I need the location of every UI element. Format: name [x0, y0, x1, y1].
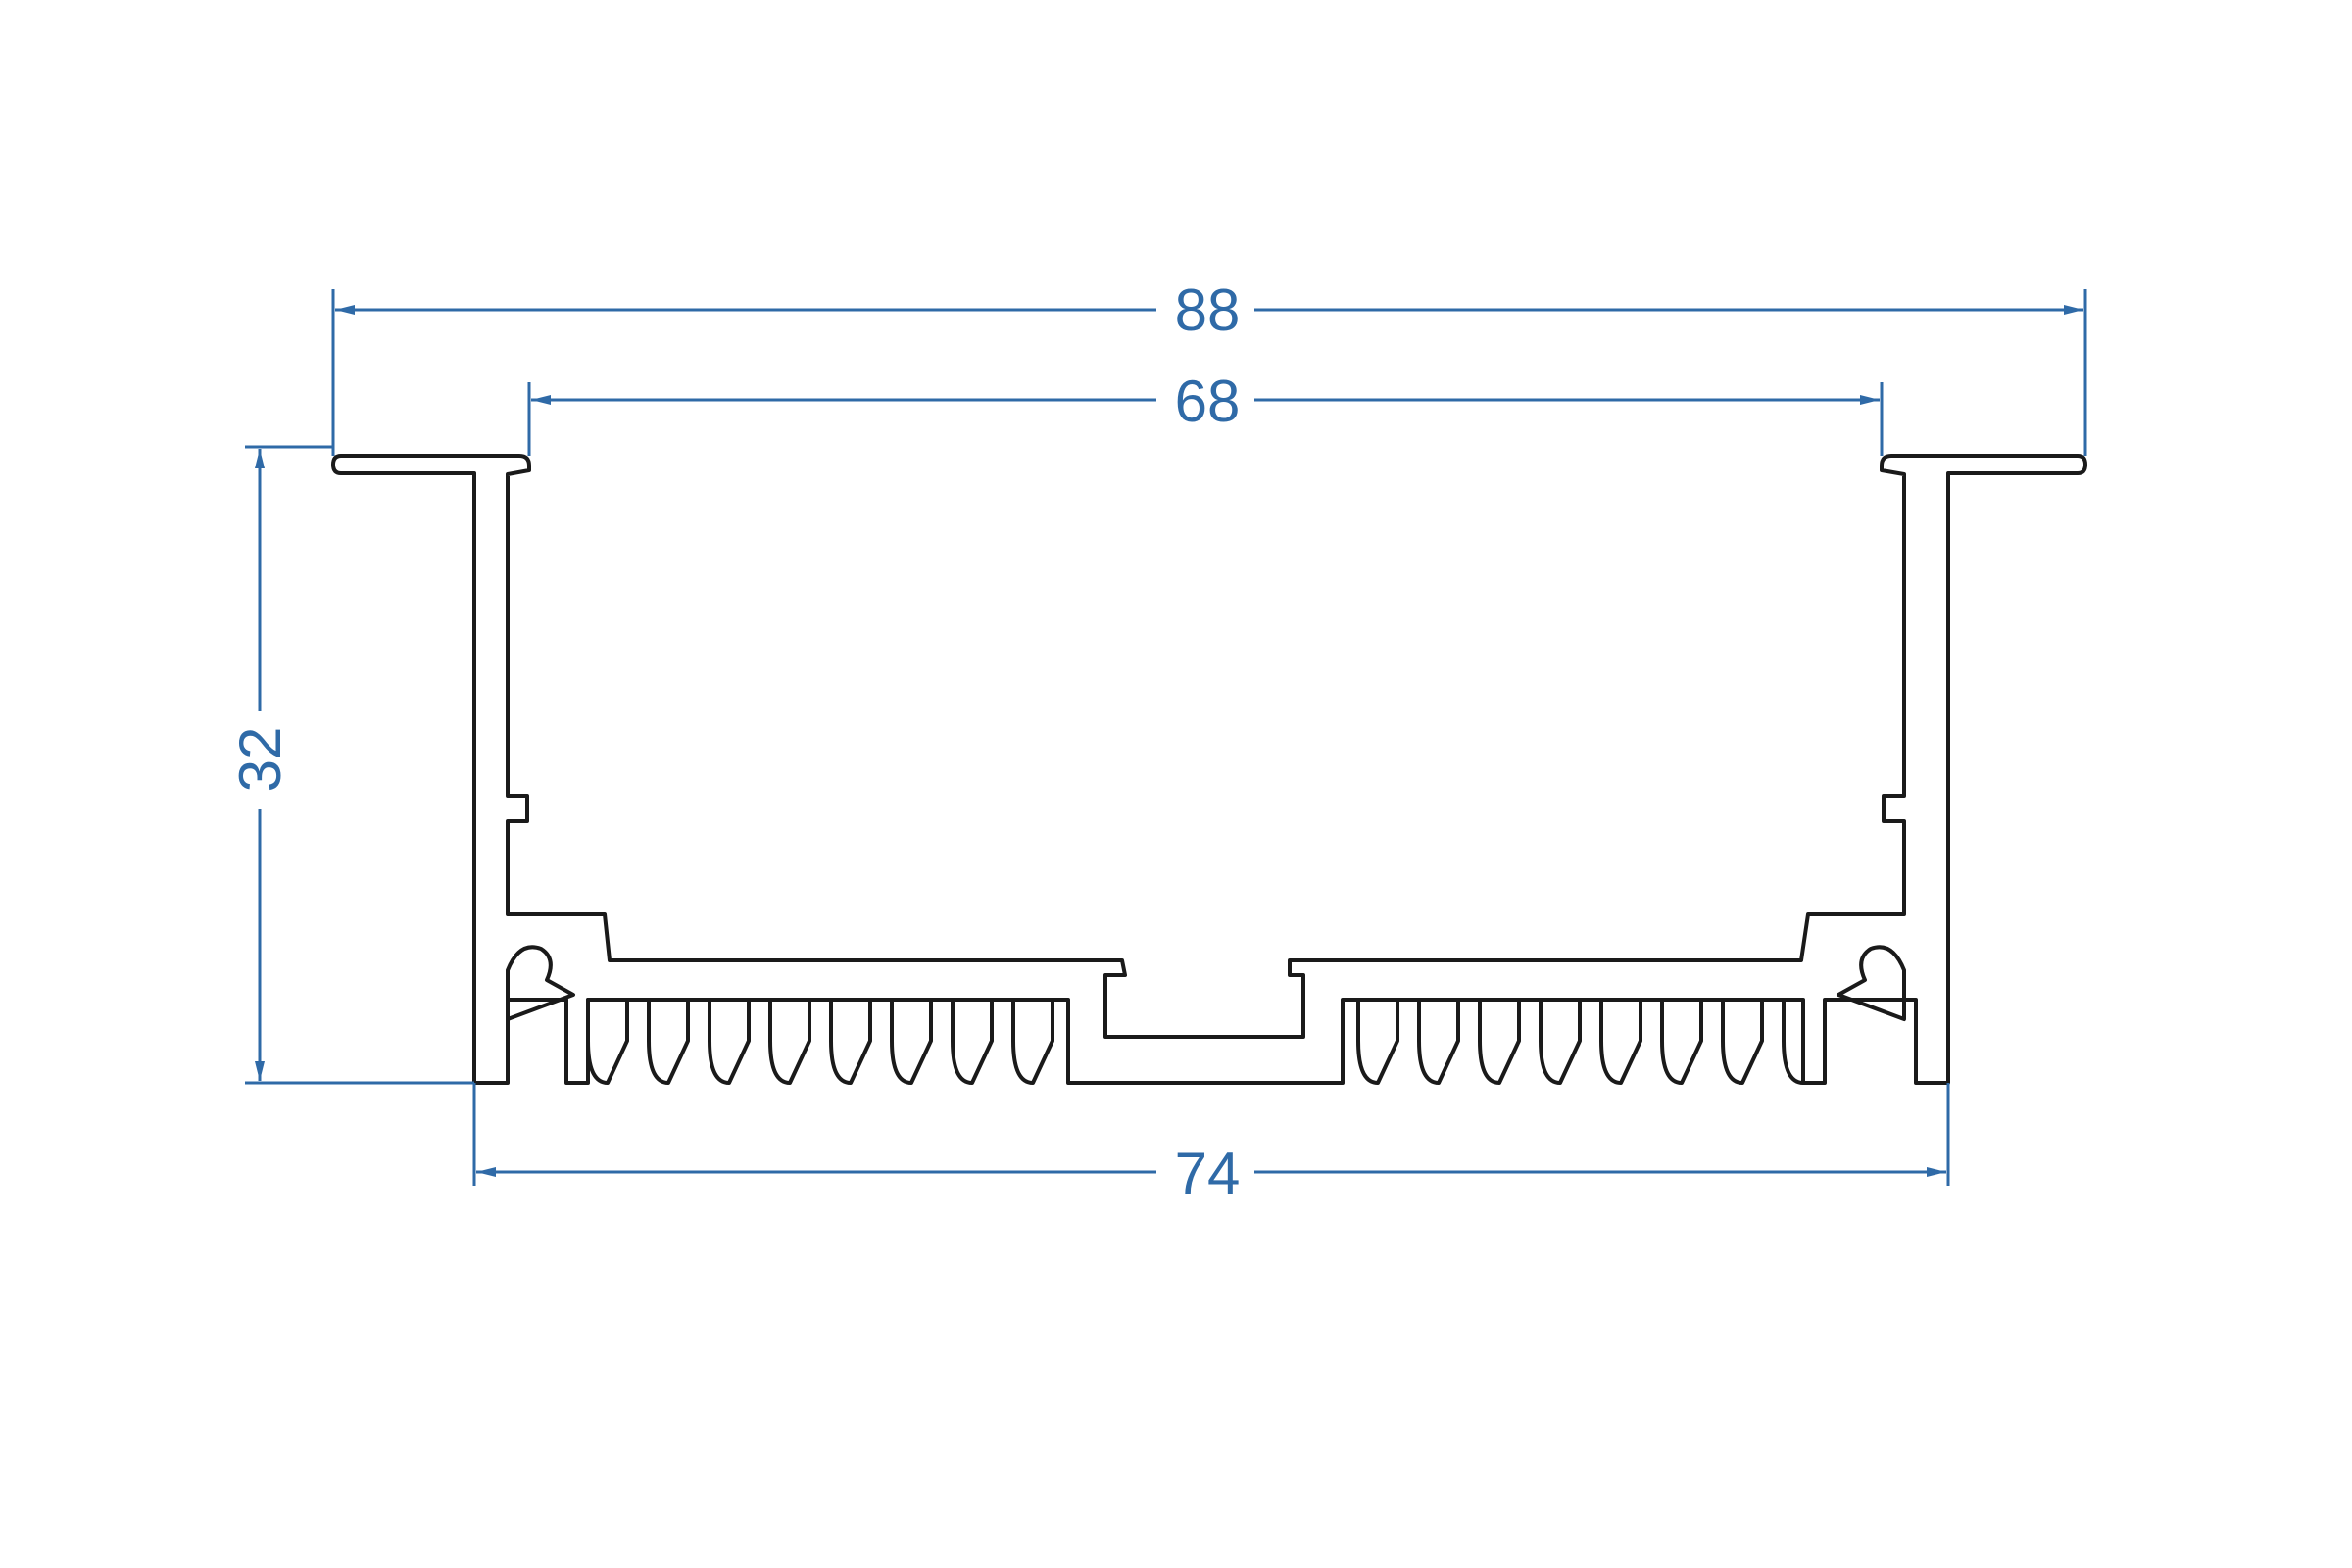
right-fins: [1356, 998, 1805, 1085]
dim-label-74: 74: [1175, 1141, 1241, 1206]
dim-label-68: 68: [1175, 368, 1241, 434]
extrusion-profile: [331, 454, 2087, 1085]
left-snap-groove: [506, 945, 575, 1021]
right-snap-groove: [1837, 945, 1906, 1021]
dim-label-88: 88: [1175, 277, 1241, 343]
dim-label-32: 32: [227, 727, 293, 793]
profile-outer-outline: [331, 454, 2087, 1085]
dimension-lines: [245, 289, 2087, 1186]
left-fins: [586, 998, 1054, 1085]
